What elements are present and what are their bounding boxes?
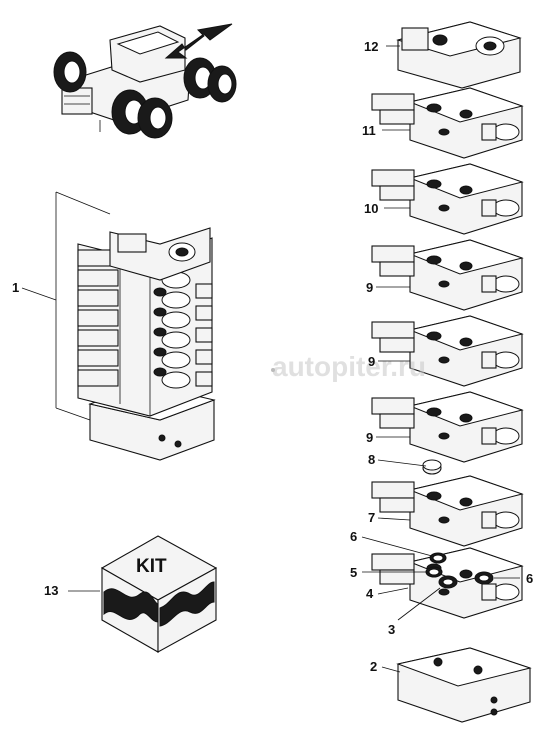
callout-4: 4 — [366, 586, 374, 601]
callout-9-b: 9 — [368, 354, 375, 369]
spool-left — [371, 93, 415, 111]
valve-stack-assembly — [55, 191, 216, 461]
spool-left-lower — [379, 497, 415, 513]
port-ring — [426, 407, 442, 417]
spool-left-lower — [379, 337, 415, 353]
callout-6-left: 6 — [350, 529, 357, 544]
port-ring — [426, 491, 442, 501]
part-10-section — [371, 163, 524, 235]
spool-left — [371, 481, 415, 499]
callout-13: 13 — [44, 583, 58, 598]
callout-12: 12 — [364, 39, 378, 54]
port-ring — [426, 255, 442, 265]
tractor-icon — [53, 25, 237, 139]
part-11-section — [371, 87, 524, 159]
part-2-base-plate — [396, 647, 532, 723]
callout-3: 3 — [388, 622, 395, 637]
leader-lines — [21, 45, 520, 673]
part-7-section — [371, 475, 524, 547]
spool-left-lower — [379, 413, 415, 429]
callout-11: 11 — [362, 123, 376, 138]
port-ring — [426, 103, 442, 113]
callout-9-c: 9 — [366, 430, 373, 445]
port-ring — [426, 331, 442, 341]
callout-9-a: 9 — [366, 280, 373, 295]
spool-left — [371, 397, 415, 415]
part-9-section-b — [371, 315, 524, 387]
spool-left — [371, 321, 415, 339]
spool-left — [371, 245, 415, 263]
arrow-pointer-icon — [164, 23, 233, 59]
spool-left-lower — [379, 185, 415, 201]
part-12-end-cover — [396, 21, 522, 89]
kit-box-label: KIT — [136, 556, 167, 577]
callout-6-right: 6 — [526, 571, 533, 586]
port-ring — [426, 179, 442, 189]
callout-7: 7 — [368, 510, 375, 525]
callout-labels: 1 12 11 10 9 9 9 8 7 6 5 6 4 3 2 13 — [12, 39, 533, 674]
watermark-text: autopiter.ru — [272, 351, 426, 382]
o-rings-group — [425, 552, 494, 589]
spool-left — [371, 169, 415, 187]
callout-2: 2 — [370, 659, 377, 674]
callout-8: 8 — [368, 452, 375, 467]
spool-left-lower — [379, 261, 415, 277]
spool-left — [371, 553, 415, 571]
part-8-plug — [422, 459, 442, 475]
callout-1: 1 — [12, 280, 19, 295]
spool-left-lower — [379, 569, 415, 585]
part-9-section-a — [371, 239, 524, 311]
box-icon: KIT — [100, 535, 218, 653]
watermark-dot — [271, 368, 275, 372]
part-9-section-c — [371, 391, 524, 463]
spool-left-lower — [379, 109, 415, 125]
callout-10: 10 — [364, 201, 378, 216]
callout-5: 5 — [350, 565, 357, 580]
